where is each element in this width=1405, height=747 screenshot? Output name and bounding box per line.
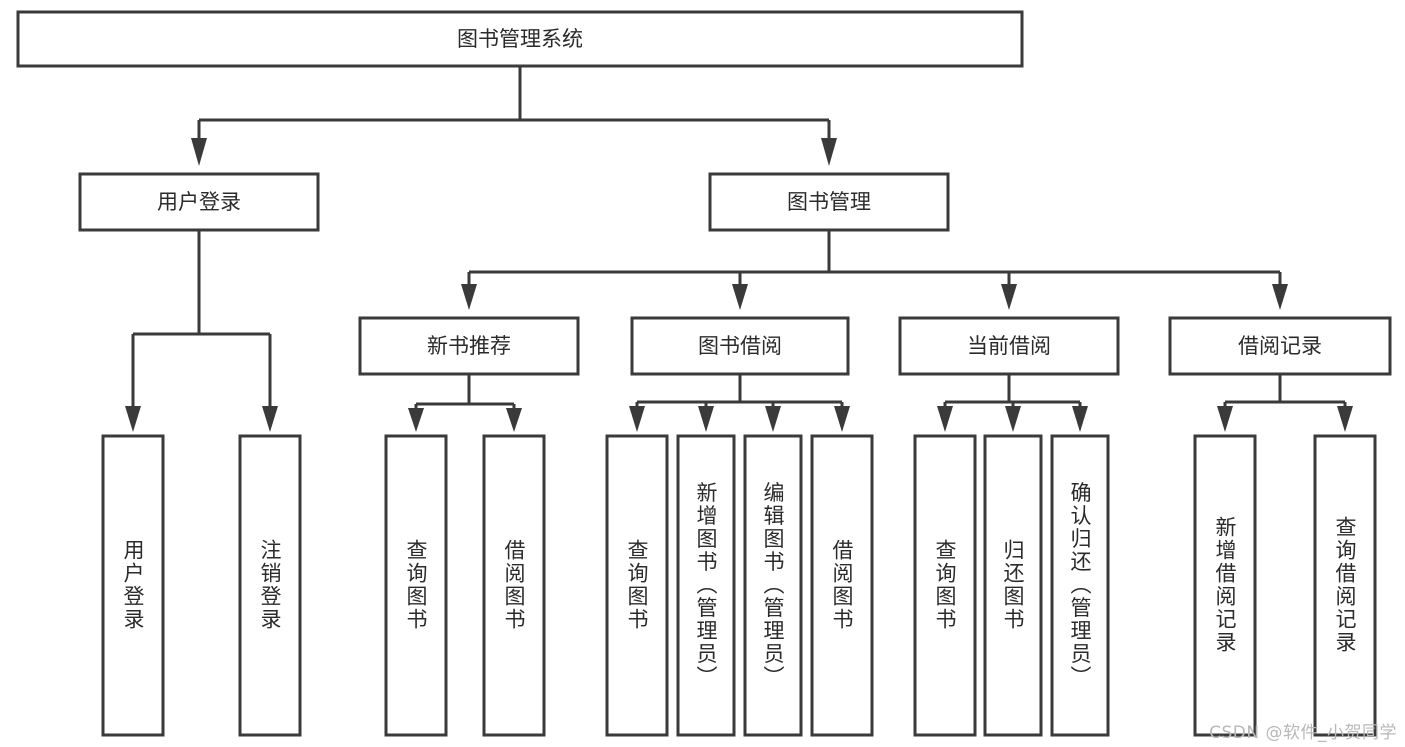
node-leaf-edit-book[interactable]: 编辑图书（管理员）	[743, 434, 803, 737]
node-leaf-edit-book-box[interactable]	[743, 434, 803, 737]
arrow-head-new-book-rec	[461, 284, 477, 310]
node-leaf-add-book-label: 新增图书（管理员）	[694, 482, 718, 689]
node-leaf-add-book[interactable]: 新增图书（管理员）	[676, 434, 736, 737]
node-leaf-borrow-book-rec-label: 借阅图书	[502, 539, 526, 631]
node-leaf-confirm-return-label: 确认归还（管理员）	[1068, 482, 1092, 689]
arrow-head-book-manage	[821, 138, 837, 166]
node-root[interactable]: 图书管理系统	[16, 10, 1024, 68]
arrow-head-book-borrow	[732, 284, 748, 310]
node-new-book-rec-label: 新书推荐	[427, 334, 511, 358]
node-user-login-label: 用户登录	[157, 190, 241, 214]
node-book-borrow-label: 图书借阅	[698, 334, 782, 358]
node-book-manage[interactable]: 图书管理	[708, 172, 950, 232]
arrow-head-user-login	[191, 138, 207, 166]
node-leaf-query-book-rec-label: 查询图书	[404, 539, 428, 631]
arrow-head-leaf-query-book-cur	[937, 406, 953, 432]
node-book-manage-box[interactable]	[708, 172, 950, 232]
arrow-head-leaf-user-login	[125, 406, 141, 432]
node-leaf-query-book-borrow[interactable]: 查询图书	[605, 434, 669, 737]
node-leaf-return-book-label: 归还图书	[1001, 539, 1025, 631]
arrow-head-leaf-query-record	[1337, 406, 1353, 432]
node-leaf-borrow-book-label: 借阅图书	[830, 539, 854, 631]
node-borrow-record-box[interactable]	[1168, 316, 1392, 376]
arrow-head-leaf-add-book	[698, 406, 714, 432]
arrow-head-leaf-query-book-rec	[408, 408, 424, 432]
node-borrow-record[interactable]: 借阅记录	[1168, 316, 1392, 376]
arrow-head-borrow-record	[1272, 284, 1288, 310]
node-leaf-query-book-cur[interactable]: 查询图书	[913, 434, 977, 737]
node-leaf-user-login-label: 用户登录	[121, 539, 145, 631]
node-leaf-add-book-box[interactable]	[676, 434, 736, 737]
node-user-login-box[interactable]	[78, 172, 320, 232]
node-leaf-user-login[interactable]: 用户登录	[101, 434, 165, 737]
node-leaf-query-book-borrow-box[interactable]	[605, 434, 669, 737]
connector-group-root	[191, 66, 837, 166]
node-new-book-rec[interactable]: 新书推荐	[358, 316, 580, 376]
arrow-head-leaf-confirm-return	[1072, 406, 1088, 432]
node-leaf-query-book-rec[interactable]: 查询图书	[384, 434, 448, 737]
node-leaf-borrow-book[interactable]: 借阅图书	[810, 434, 874, 737]
node-leaf-return-book-box[interactable]	[983, 434, 1043, 737]
node-current-borrow-label: 当前借阅	[967, 334, 1051, 358]
node-leaf-logout-label: 注销登录	[258, 539, 282, 631]
node-borrow-record-label: 借阅记录	[1238, 334, 1322, 358]
arrow-head-leaf-borrow-book	[834, 406, 850, 432]
arrow-head-leaf-logout	[262, 406, 278, 432]
node-root-box[interactable]	[16, 10, 1024, 68]
connector-group-current-borrow	[937, 374, 1088, 432]
connector-group-new-book-rec	[408, 374, 522, 432]
node-current-borrow[interactable]: 当前借阅	[898, 316, 1120, 376]
node-leaf-borrow-book-rec[interactable]: 借阅图书	[482, 434, 546, 737]
node-book-borrow[interactable]: 图书借阅	[630, 316, 850, 376]
node-leaf-query-book-borrow-label: 查询图书	[625, 539, 649, 631]
node-leaf-logout[interactable]: 注销登录	[238, 434, 302, 737]
node-book-manage-label: 图书管理	[787, 190, 871, 214]
node-leaf-logout-box[interactable]	[238, 434, 302, 737]
node-leaf-borrow-book-rec-box[interactable]	[482, 434, 546, 737]
node-leaf-query-book-rec-box[interactable]	[384, 434, 448, 737]
node-current-borrow-box[interactable]	[898, 316, 1120, 376]
arrow-head-leaf-edit-book	[765, 406, 781, 432]
arrow-head-leaf-return-book	[1005, 406, 1021, 432]
node-user-login[interactable]: 用户登录	[78, 172, 320, 232]
node-leaf-query-book-cur-box[interactable]	[913, 434, 977, 737]
node-leaf-borrow-book-box[interactable]	[810, 434, 874, 737]
connector-group-user-login	[125, 230, 278, 432]
node-leaf-query-record-label: 查询借阅记录	[1333, 516, 1357, 654]
arrow-head-leaf-query-book-borrow	[629, 406, 645, 432]
node-leaf-confirm-return[interactable]: 确认归还（管理员）	[1050, 434, 1110, 737]
arrow-head-current-borrow	[1001, 284, 1017, 310]
node-root-label: 图书管理系统	[457, 27, 583, 51]
connector-group-book-borrow	[629, 374, 850, 432]
node-leaf-add-record[interactable]: 新增借阅记录	[1193, 434, 1257, 737]
node-leaf-add-record-box[interactable]	[1193, 434, 1257, 737]
node-leaf-query-record-box[interactable]	[1313, 434, 1377, 737]
node-leaf-confirm-return-box[interactable]	[1050, 434, 1110, 737]
node-leaf-query-book-cur-label: 查询图书	[933, 539, 957, 631]
node-leaf-query-record[interactable]: 查询借阅记录	[1313, 434, 1377, 737]
node-leaf-edit-book-label: 编辑图书（管理员）	[761, 482, 785, 689]
arrow-head-leaf-borrow-book-rec	[506, 408, 522, 432]
node-leaf-user-login-box[interactable]	[101, 434, 165, 737]
arrow-head-leaf-add-record	[1217, 406, 1233, 432]
connector-group-borrow-record	[1217, 374, 1353, 432]
node-leaf-add-record-label: 新增借阅记录	[1213, 516, 1237, 654]
connector-group-book-manage	[461, 230, 1288, 310]
node-leaf-return-book[interactable]: 归还图书	[983, 434, 1043, 737]
node-new-book-rec-box[interactable]	[358, 316, 580, 376]
node-book-borrow-box[interactable]	[630, 316, 850, 376]
